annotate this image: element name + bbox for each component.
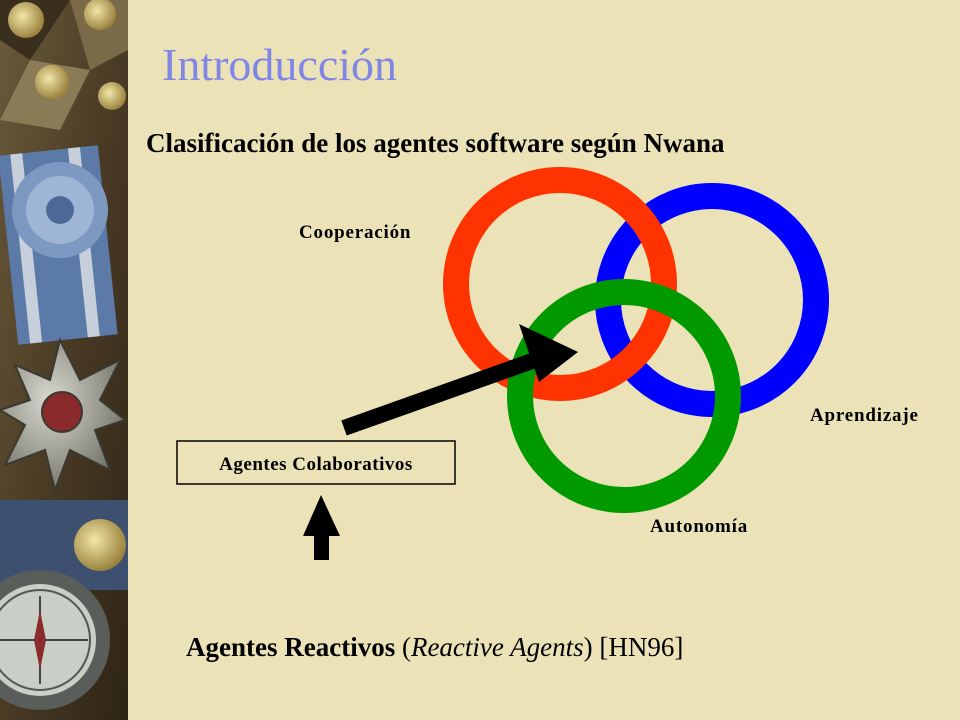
- vertical-arrow: [303, 495, 340, 560]
- cooperacion-label: Cooperación: [299, 222, 411, 243]
- reactive-agents-bold: Agentes Reactivos: [186, 632, 396, 662]
- footer-citation: ) [HN96]: [583, 632, 684, 662]
- aprendizaje-label: Aprendizaje: [810, 405, 919, 426]
- slide-title: Introducción: [162, 39, 398, 90]
- footer-text: Agentes Reactivos (Reactive Agents) [HN9…: [186, 632, 683, 663]
- medal-photo-image: [0, 0, 128, 720]
- colaborativos-label: Agentes Colaborativos: [219, 454, 413, 475]
- diagonal-arrow: [341, 324, 578, 436]
- autonomia-ring: [507, 279, 741, 513]
- cooperacion-ring: [443, 167, 677, 401]
- footer-open-paren: (: [395, 632, 411, 662]
- colaborativos-box: [176, 440, 456, 485]
- decorative-sidebar: [0, 0, 128, 720]
- reactive-agents-italic: Reactive Agents: [410, 632, 584, 662]
- slide-subtitle: Clasificación de los agentes software se…: [146, 128, 725, 158]
- agent-classification-diagram: Agentes Colaborativos Cooperación Aprend…: [176, 167, 919, 560]
- autonomia-label: Autonomía: [650, 516, 748, 537]
